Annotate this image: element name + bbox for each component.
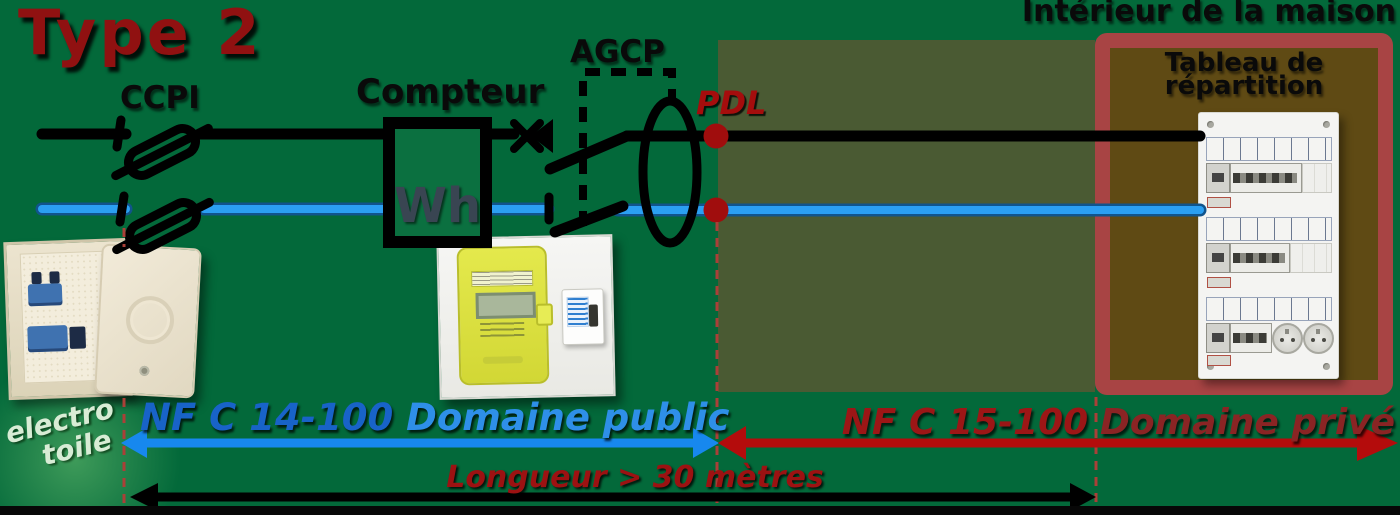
power-socket xyxy=(1303,323,1334,354)
compteur-label: Compteur xyxy=(356,72,545,112)
power-socket xyxy=(1272,323,1303,354)
pdl-point-phase xyxy=(703,123,729,149)
panel-screw xyxy=(1323,363,1330,370)
public-norm-label: NF C 14-100 xyxy=(140,396,394,439)
private-domain-label: Domaine privé xyxy=(1100,402,1396,443)
breakers xyxy=(1230,323,1272,353)
warning-tag xyxy=(1207,355,1231,366)
private-norm-label: NF C 15-100 xyxy=(841,402,1089,443)
breaker-row xyxy=(1206,243,1332,273)
sealed-terminal-icon xyxy=(510,119,553,153)
breakers xyxy=(1230,243,1290,273)
blank-modules xyxy=(1302,163,1332,193)
warning-tag xyxy=(1207,277,1231,288)
page-title: Type 2 xyxy=(18,0,263,69)
breaker-row xyxy=(1206,163,1332,193)
pdl-label: PDL xyxy=(696,84,767,122)
house-interior-label: Intérieur de la maison xyxy=(1021,0,1396,29)
distribution-board-label: Tableau de répartition xyxy=(1113,48,1375,101)
main-breaker xyxy=(1206,243,1230,273)
agcp-label: AGCP xyxy=(570,34,665,70)
circuit-label-strip xyxy=(1206,217,1332,241)
length-arrow xyxy=(130,483,1096,511)
warning-tag xyxy=(1207,197,1231,208)
breaker-handles xyxy=(1233,253,1285,263)
blank-modules xyxy=(1290,243,1332,273)
pdl-point-neutral xyxy=(703,197,729,223)
circuit-label-strip xyxy=(1206,137,1332,161)
public-domain-label: Domaine public xyxy=(406,396,730,439)
meter-symbol-label: Wh xyxy=(393,178,482,234)
ccpi-fuse-phase-symbol xyxy=(111,115,213,181)
cable-loop-symbol xyxy=(638,96,702,248)
breaker-row xyxy=(1206,323,1334,354)
public-domain-arrow xyxy=(121,428,719,458)
main-breaker xyxy=(1206,323,1230,353)
panel-screw xyxy=(1323,121,1330,128)
boundary-dashed-lines xyxy=(122,222,1098,506)
energy-meter-symbol: Wh xyxy=(383,117,492,248)
circuit-label-strip xyxy=(1206,297,1332,321)
breaker-handles xyxy=(1233,173,1297,183)
ccpi-label: CCPI xyxy=(120,80,200,116)
distribution-board-label-line1: Tableau de xyxy=(1164,48,1324,78)
main-breaker xyxy=(1206,163,1230,193)
length-note-label: Longueur > 30 mètres xyxy=(446,460,824,495)
breakers xyxy=(1230,163,1302,193)
panel-screw xyxy=(1207,363,1214,370)
distribution-board-label-line2: répartition xyxy=(1164,71,1324,101)
bottom-border-bar xyxy=(0,506,1400,515)
panel-screw xyxy=(1207,121,1214,128)
distribution-board-photo xyxy=(1198,112,1339,379)
private-domain-arrow xyxy=(718,425,1398,461)
public-zone-label: NF C 14-100 Domaine public xyxy=(140,396,729,439)
agcp-switch xyxy=(544,130,633,238)
breaker-handles xyxy=(1233,333,1267,343)
ccpi-fuse-neutral-symbol xyxy=(112,191,214,255)
